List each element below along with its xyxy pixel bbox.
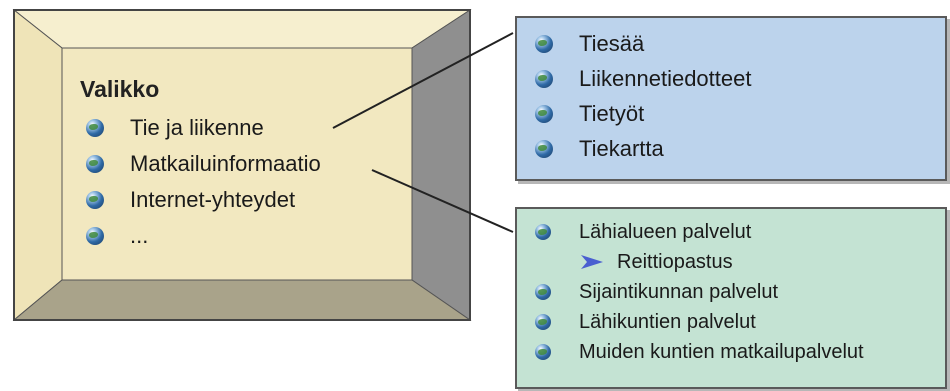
globe-icon [535,284,551,300]
list-item-label: Tietyöt [579,100,645,126]
arrow-icon [581,255,603,269]
tourism-info-box: Lähialueen palvelut Reittiopastus Sijain… [515,207,947,389]
list-item-label: Lähialueen palvelut [579,220,752,243]
menu-item-more[interactable]: ... [86,218,321,254]
list-item-tiesaa[interactable]: Tiesää [535,26,751,61]
list-item-lahialueen-palvelut[interactable]: Lähialueen palvelut [535,217,864,247]
globe-icon [86,227,104,245]
list-item-tiekartta[interactable]: Tiekartta [535,131,751,166]
menu-item-matkailuinformaatio[interactable]: Matkailuinformaatio [86,146,321,182]
menu-item-label: ... [130,223,149,248]
globe-icon [535,314,551,330]
list-item-sijaintikunnan-palvelut[interactable]: Sijaintikunnan palvelut [535,277,864,307]
menu-title: Valikko [80,76,160,102]
list-item-label: Lähikuntien palvelut [579,310,756,333]
list-item-muiden-kuntien-matkailupalvelut[interactable]: Muiden kuntien matkailupalvelut [535,337,864,367]
list-item-label: Tiekartta [579,135,664,161]
traffic-list: Tiesää Liikennetiedotteet Tietyöt Tiekar… [535,26,751,166]
globe-icon [535,224,551,240]
globe-icon [535,344,551,360]
globe-icon [86,155,104,173]
list-item-tietyot[interactable]: Tietyöt [535,96,751,131]
list-item-label: Muiden kuntien matkailupalvelut [579,340,864,363]
menu-panel: Valikko Tie ja liikenne Matkailuinformaa… [62,48,412,280]
globe-icon [535,104,553,123]
frame-left-bevel [13,8,63,322]
globe-icon [86,191,104,209]
tourism-list: Lähialueen palvelut Reittiopastus Sijain… [535,217,864,367]
menu-item-label: Matkailuinformaatio [130,151,321,176]
frame-right-bevel [411,9,471,321]
list-item-liikennetiedotteet[interactable]: Liikennetiedotteet [535,61,751,96]
globe-icon [535,69,553,88]
list-item-label: Reittiopastus [617,250,733,273]
globe-icon [535,34,553,53]
traffic-info-box: Tiesää Liikennetiedotteet Tietyöt Tiekar… [515,16,947,181]
frame-outline [13,9,471,321]
frame-top-bevel [12,9,472,49]
list-item-label: Tiesää [579,30,645,56]
frame-bottom-bevel [12,279,472,321]
list-item-lahikuntien-palvelut[interactable]: Lähikuntien palvelut [535,307,864,337]
globe-icon [535,139,553,158]
menu-item-tie-ja-liikenne[interactable]: Tie ja liikenne [86,110,321,146]
menu-item-internet-yhteydet[interactable]: Internet-yhteydet [86,182,321,218]
list-item-reittiopastus[interactable]: Reittiopastus [535,247,864,277]
globe-icon [86,119,104,137]
list-item-label: Sijaintikunnan palvelut [579,280,779,303]
menu-item-label: Internet-yhteydet [130,187,296,212]
list-item-label: Liikennetiedotteet [579,65,752,91]
menu-item-label: Tie ja liikenne [130,115,264,140]
menu-list: Tie ja liikenne Matkailuinformaatio Inte… [86,110,321,254]
